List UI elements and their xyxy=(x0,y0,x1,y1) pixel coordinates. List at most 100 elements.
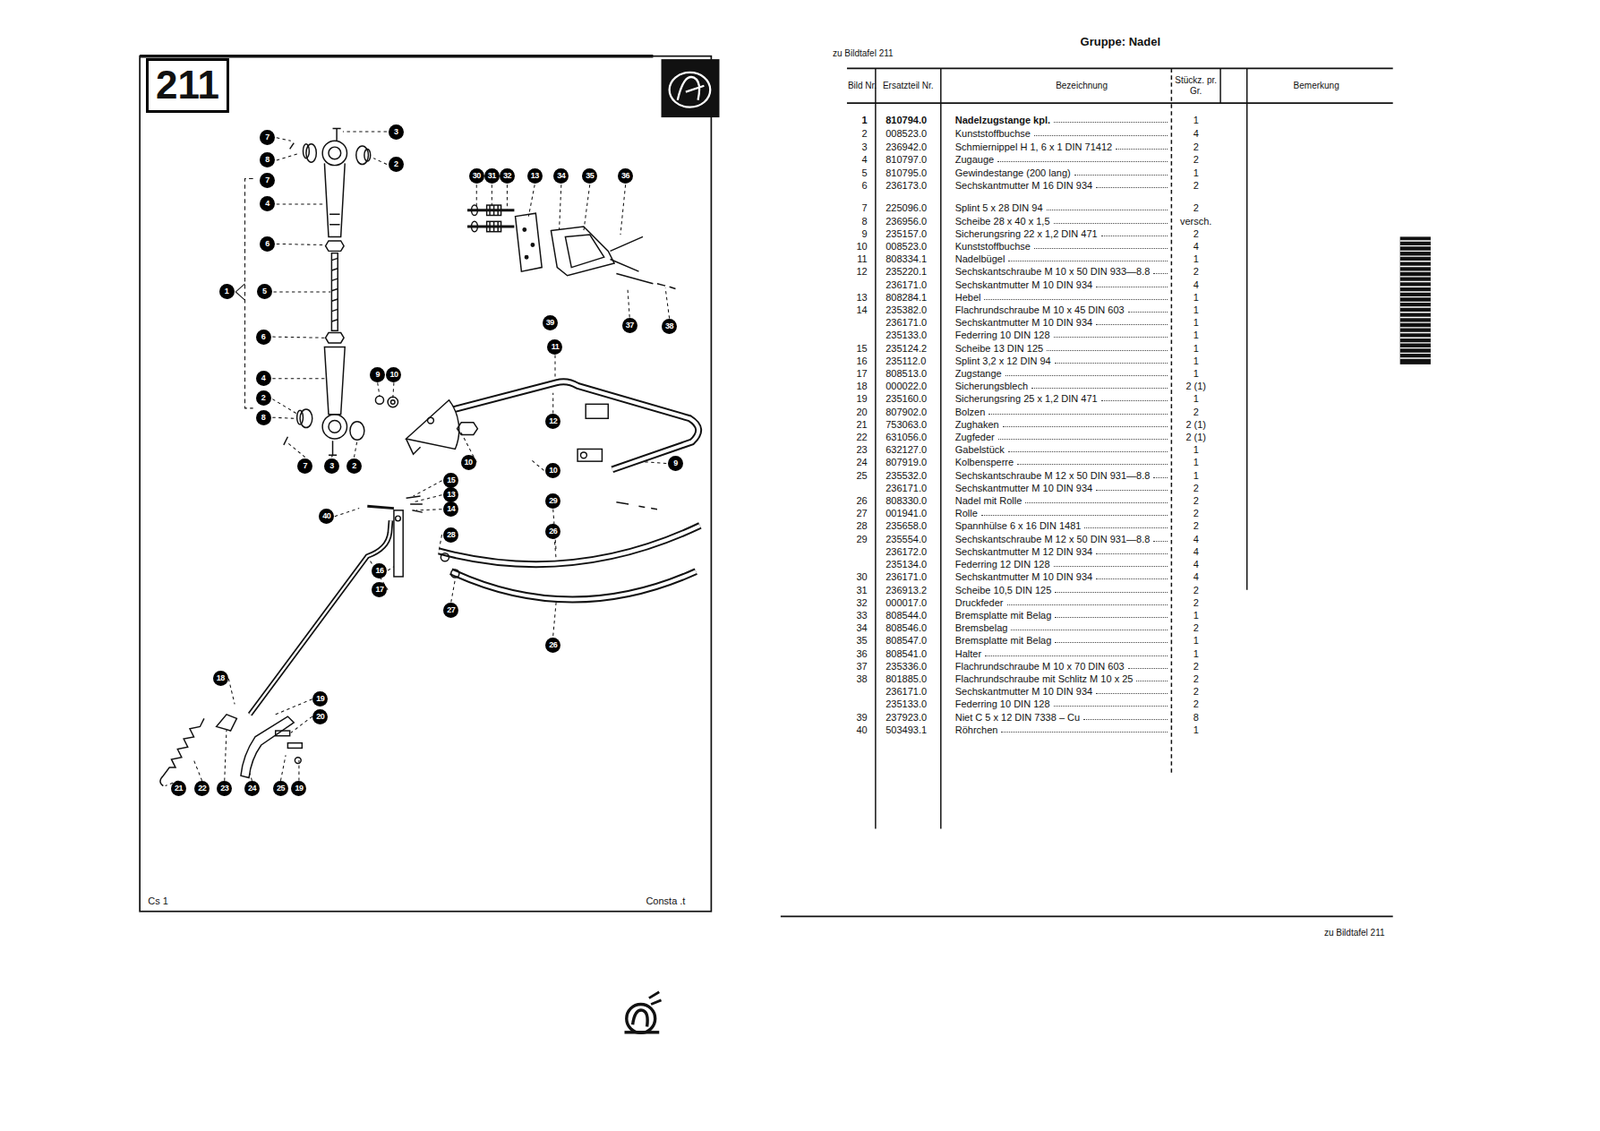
part-number: 808513.0 xyxy=(885,367,927,380)
item-number: 38 xyxy=(855,673,867,685)
margin-stripe-part xyxy=(1400,236,1431,364)
description-cell: Zughaken xyxy=(955,419,1168,430)
description-cell: Hebel xyxy=(955,291,1168,303)
leader-lines-part xyxy=(530,459,545,471)
dot-leader xyxy=(983,299,1167,300)
dot-leader xyxy=(1095,324,1168,326)
item-number: 39 xyxy=(855,710,867,723)
callout-number: 26 xyxy=(545,523,561,540)
quantity: 2 (1) xyxy=(1185,380,1207,393)
quantity: 1 xyxy=(1193,634,1199,647)
description-cell: Splint 5 x 28 DIN 94 xyxy=(955,202,1168,214)
leader-lines-part xyxy=(334,508,360,517)
connecting-rod-part xyxy=(350,421,365,441)
part-number: 235532.0 xyxy=(885,469,927,481)
needle-bow-part xyxy=(580,452,587,459)
description-cell: Gabelstück xyxy=(955,444,1168,455)
leader-lines-part xyxy=(451,579,456,602)
part-number: 236171.0 xyxy=(885,278,927,291)
leader-lines-part xyxy=(276,153,300,161)
callout-number: 3 xyxy=(388,124,404,140)
quantity: 2 xyxy=(1193,596,1199,608)
quantity: 2 xyxy=(1193,228,1199,240)
brake-assembly-part xyxy=(522,228,526,232)
quantity: versch. xyxy=(1180,214,1212,227)
part-number: 236171.0 xyxy=(885,685,927,698)
sheet-code: Cs 1 xyxy=(147,895,169,907)
dot-leader xyxy=(997,161,1168,163)
group-bracket-part xyxy=(245,178,254,408)
item-number: 22 xyxy=(855,431,867,444)
quantity: 2 xyxy=(1193,659,1199,672)
plate-reference: zu Bildtafel 211 xyxy=(832,49,894,60)
dot-leader xyxy=(1010,629,1167,631)
quantity: 4 xyxy=(1193,240,1199,253)
needles xyxy=(438,502,701,600)
leader-lines-part xyxy=(228,678,235,704)
quantity: 2 xyxy=(1193,495,1199,507)
dot-leader xyxy=(1053,705,1168,707)
part-description: Gabelstück xyxy=(955,444,1005,455)
description-cell: Federring 12 DIN 128 xyxy=(955,558,1168,570)
leader-lines-part xyxy=(353,440,357,457)
description-cell: Druckfeder xyxy=(955,597,1168,608)
dot-leader xyxy=(1074,174,1168,176)
quantity: 1 xyxy=(1193,456,1199,469)
leader-lines-part xyxy=(413,480,443,511)
dot-leader xyxy=(1095,286,1168,288)
quantity: 1 xyxy=(1193,609,1199,622)
part-number: 235160.0 xyxy=(885,393,927,405)
part-number: 808541.0 xyxy=(885,647,927,659)
callout-number: 10 xyxy=(385,367,402,383)
column-header: Bezeichnung xyxy=(1035,80,1129,92)
part-description: Kunststoffbuchse xyxy=(955,240,1031,252)
quantity: 1 xyxy=(1193,367,1199,380)
dot-leader xyxy=(1034,135,1168,137)
publisher-logo-part xyxy=(649,992,662,1005)
leader-lines-part xyxy=(272,417,294,419)
quantity: 2 xyxy=(1193,622,1199,634)
needles-part xyxy=(451,571,697,599)
quantity: 2 xyxy=(1193,698,1199,711)
lever-and-rod-part xyxy=(249,520,391,715)
dot-leader xyxy=(1054,616,1167,618)
part-description: Sechskantschraube M 10 x 50 DIN 933—8.8 xyxy=(955,265,1151,277)
description-cell: Halter xyxy=(955,648,1168,659)
callout-number: 39 xyxy=(542,315,558,331)
connecting-rod-part xyxy=(297,410,304,425)
part-number: 753063.0 xyxy=(885,419,927,431)
part-number: 808330.0 xyxy=(885,495,927,507)
quantity: 1 xyxy=(1193,304,1199,317)
part-description: Bolzen xyxy=(955,406,986,418)
needle-bow-part xyxy=(406,400,460,450)
part-number: 235157.0 xyxy=(885,228,927,240)
description-cell: Sechskantmutter M 12 DIN 934 xyxy=(955,546,1168,557)
part-number: 001941.0 xyxy=(885,507,927,520)
item-number: 34 xyxy=(855,622,867,634)
dot-leader xyxy=(1083,718,1168,720)
description-cell: Sicherungsblech xyxy=(955,380,1168,392)
part-description: Scheibe 28 x 40 x 1,5 xyxy=(955,215,1051,227)
part-number: 236172.0 xyxy=(885,546,927,558)
panel-frame-part xyxy=(139,54,653,58)
callout-number: 3 xyxy=(324,458,340,474)
callout-number: 18 xyxy=(213,670,229,686)
item-number: 24 xyxy=(855,456,867,469)
table-rules-part xyxy=(780,915,1394,918)
item-number: 14 xyxy=(855,304,867,317)
part-number: 810797.0 xyxy=(885,154,927,166)
description-cell: Bolzen xyxy=(955,406,1168,418)
connecting-rod-part xyxy=(331,253,338,332)
part-description: Nadel mit Rolle xyxy=(955,495,1023,506)
description-cell: Röhrchen xyxy=(955,724,1168,736)
spring-assembly-part xyxy=(287,743,302,749)
callout-number: 2 xyxy=(388,156,404,172)
nut-and-washer xyxy=(375,395,398,408)
part-number: 000017.0 xyxy=(885,596,927,608)
callout-number: 28 xyxy=(443,527,459,543)
part-number: 235658.0 xyxy=(885,520,927,532)
needle-bow-part xyxy=(406,438,421,454)
callout-number: 16 xyxy=(371,563,387,579)
callout-number: 17 xyxy=(371,581,387,598)
item-number: 28 xyxy=(855,520,867,532)
